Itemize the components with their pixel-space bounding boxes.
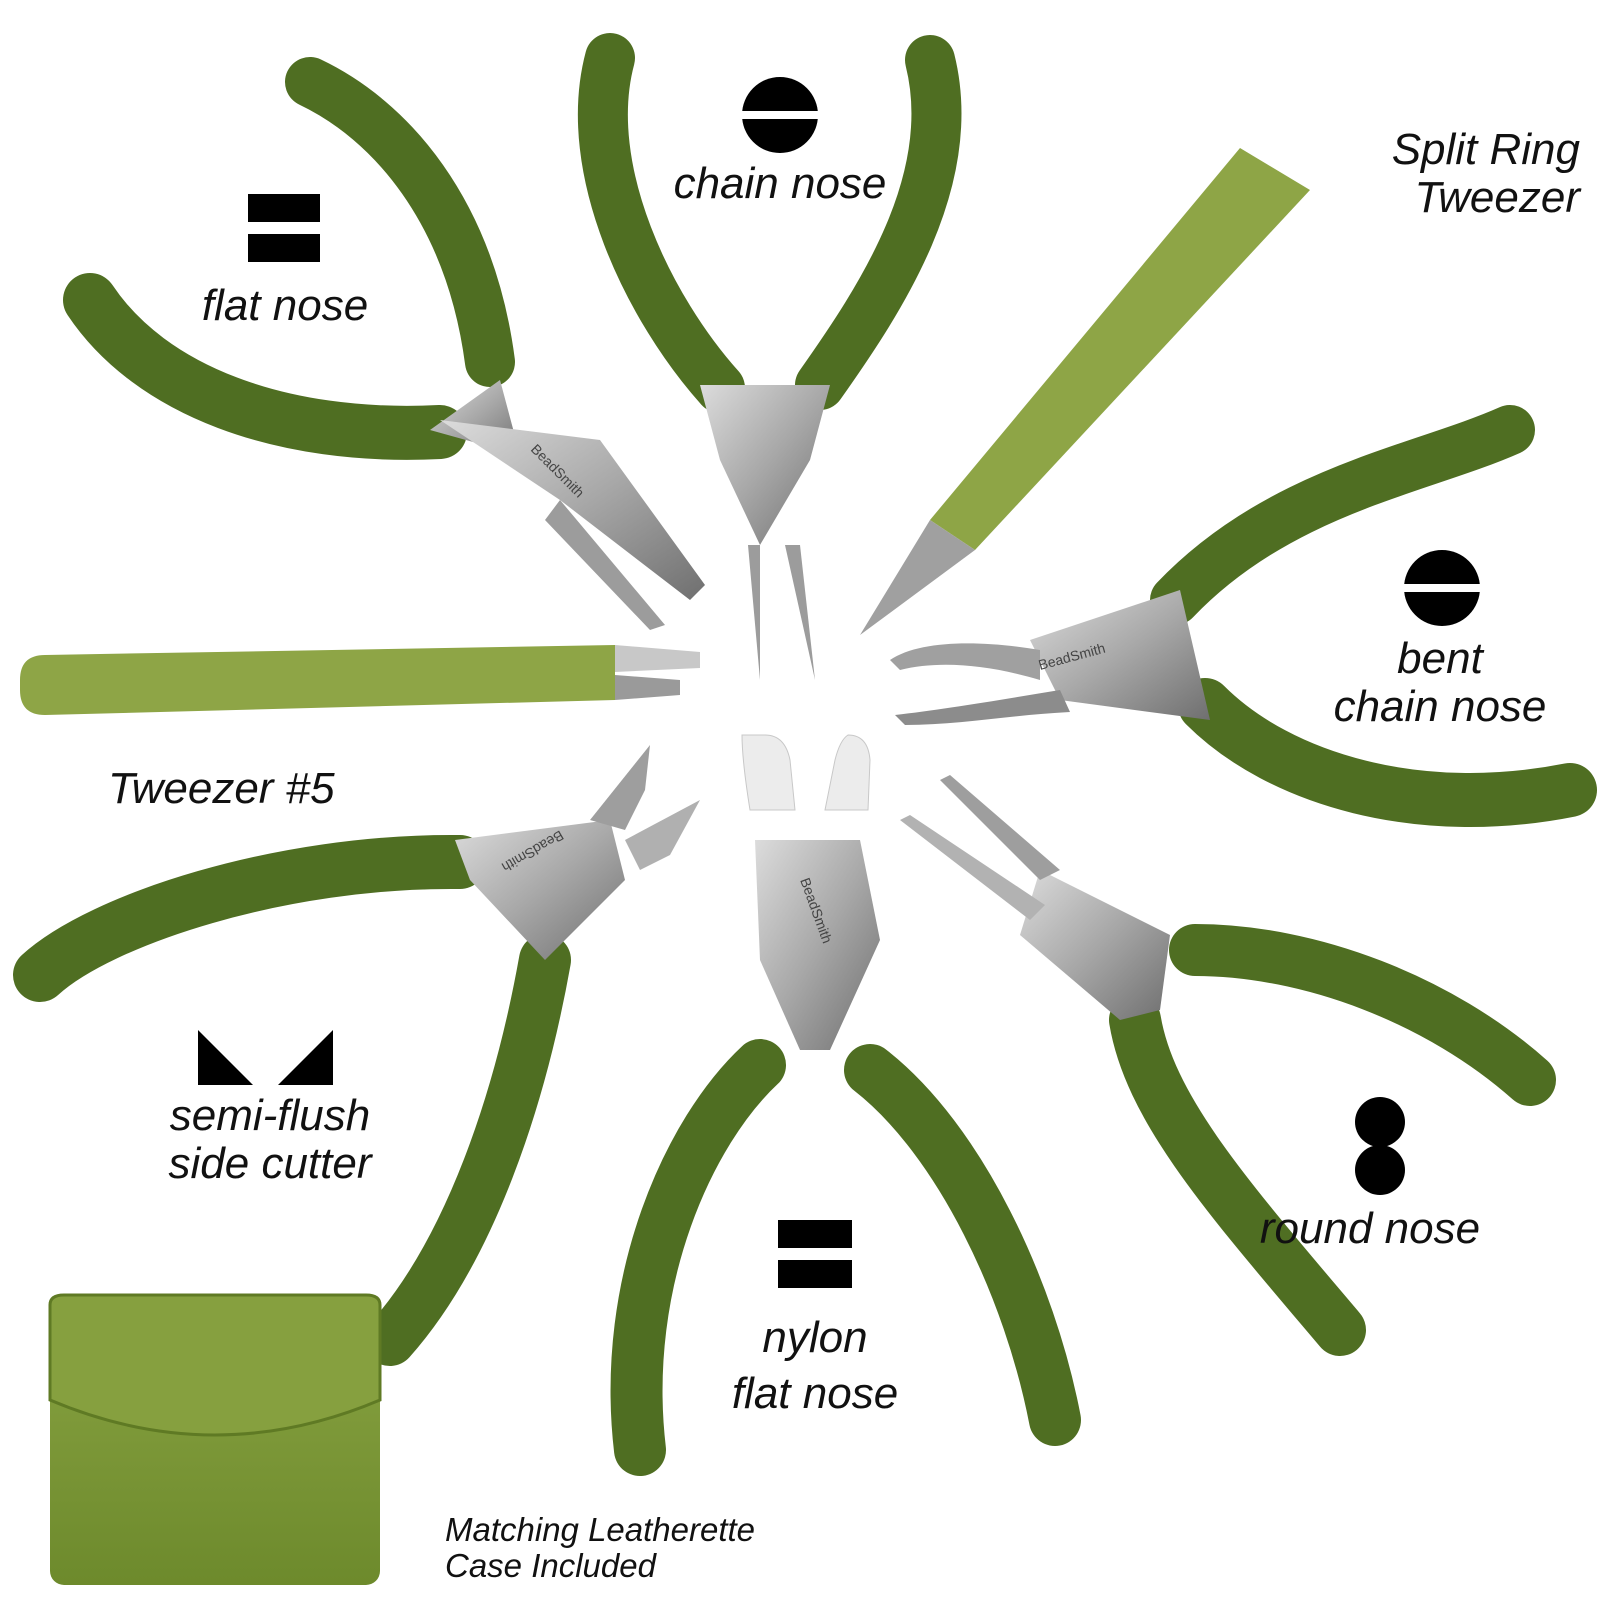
case-line-1: Matching Leatherette: [445, 1511, 756, 1548]
round-nose-pliers: [900, 775, 1556, 1356]
round-nose-label: round nose: [1240, 1205, 1500, 1253]
side-cutter-pliers: BeadSmith: [13, 745, 700, 1366]
cutter-line-1: semi-flush: [169, 1091, 371, 1140]
leatherette-case: [48, 1293, 382, 1585]
chain-nose-text: chain nose: [673, 159, 887, 208]
split-circle-icon: [740, 77, 820, 153]
cutter-line-2: side cutter: [168, 1139, 372, 1188]
case-line-2: Case Included: [445, 1547, 656, 1584]
flat-nose-label: flat nose: [170, 282, 400, 330]
chain-nose-label: chain nose: [640, 160, 920, 208]
double-bar-icon: [248, 194, 320, 262]
tweezer-5: [20, 645, 700, 715]
split-ring-tweezer: [860, 148, 1310, 635]
bent-line-1: bent: [1397, 634, 1483, 683]
double-bar-icon: [778, 1220, 852, 1288]
nylon-flat-nose-label: nylon flat nose: [700, 1310, 930, 1422]
tweezer-5-text: Tweezer #5: [108, 764, 335, 813]
flat-nose-text: flat nose: [201, 281, 369, 330]
nylon-line-1: nylon: [762, 1313, 868, 1362]
flat-nose-pliers: BeadSmith: [63, 57, 705, 630]
bent-line-2: chain nose: [1333, 682, 1547, 731]
double-dot-icon: [1355, 1097, 1405, 1195]
twin-triangle-icon: [198, 1030, 333, 1085]
round-nose-text: round nose: [1259, 1204, 1481, 1253]
nylon-line-2: flat nose: [731, 1369, 899, 1418]
bent-chain-nose-pliers: BeadSmith: [890, 405, 1597, 827]
split-ring-tweezer-label: Split Ring Tweezer: [1290, 126, 1580, 222]
split-ring-line-1: Split Ring: [1391, 125, 1580, 174]
side-cutter-label: semi-flush side cutter: [160, 1092, 380, 1188]
split-ring-line-2: Tweezer: [1414, 173, 1580, 222]
bent-chain-nose-label: bent chain nose: [1300, 635, 1580, 731]
chain-nose-pliers: [577, 33, 962, 680]
tweezer-5-label: Tweezer #5: [108, 765, 335, 813]
nylon-flat-nose-pliers: BeadSmith: [610, 734, 1081, 1476]
case-label: Matching Leatherette Case Included: [445, 1512, 755, 1584]
split-circle-icon: [1402, 550, 1482, 626]
